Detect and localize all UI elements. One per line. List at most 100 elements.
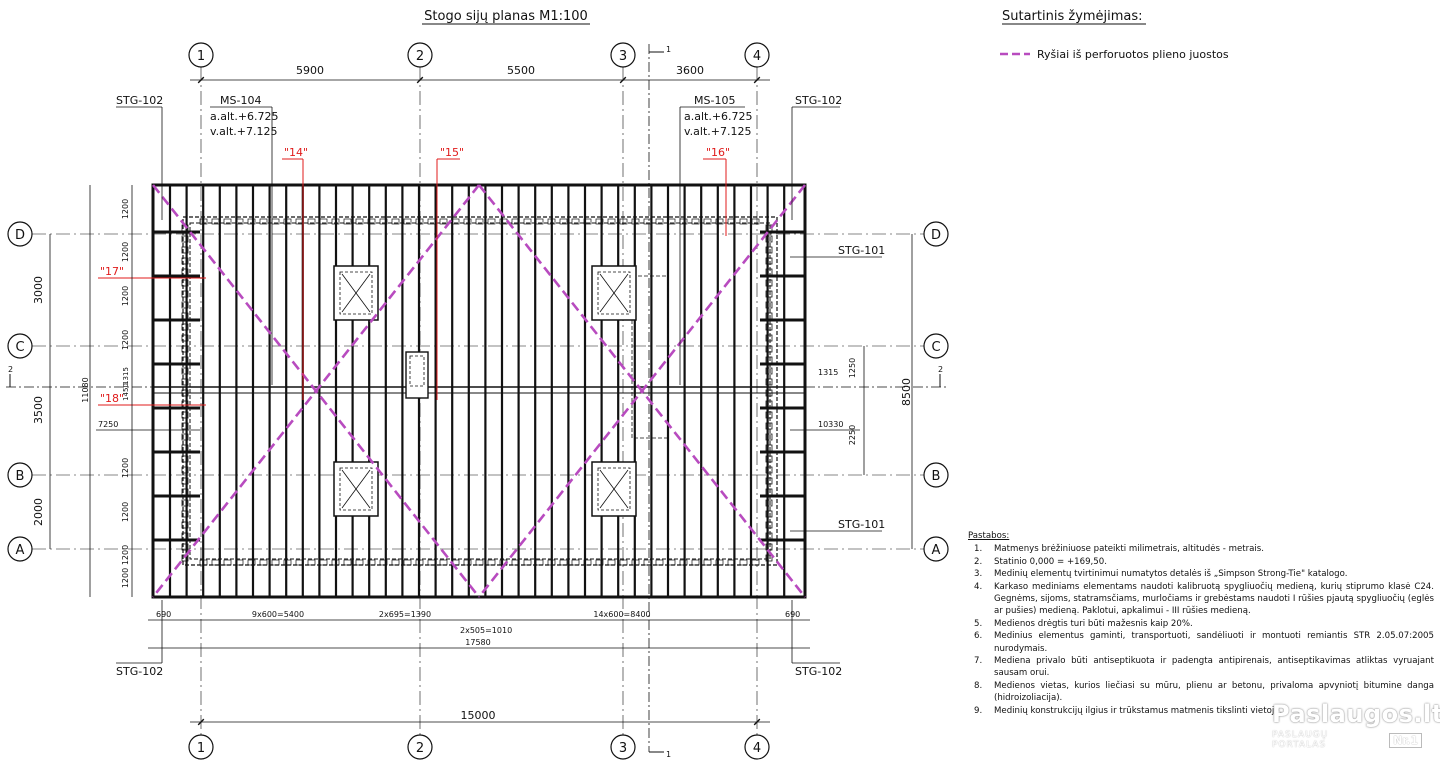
svg-text:3: 3: [619, 49, 627, 64]
wall-block-left: [181, 246, 189, 254]
watermark-badge: Nr.1: [1389, 732, 1422, 748]
wall-block-top: [307, 218, 316, 225]
note-number: 5.: [974, 618, 983, 629]
axis-D-left: D: [7, 221, 33, 247]
wall-block-bottom: [511, 559, 520, 566]
wall-block-top: [355, 218, 364, 225]
wall-block-bottom: [523, 559, 532, 566]
wall-block-right: [765, 389, 773, 397]
stg-101-lower-right: STG-101: [838, 518, 885, 531]
axis-C-left: C: [7, 333, 33, 359]
wall-block-top: [415, 218, 424, 225]
legend-title: Sutartinis žymėjimas:: [1002, 9, 1143, 24]
wall-block-right: [765, 301, 773, 309]
steel-strap-braces: [151, 184, 807, 598]
wall-block-bottom: [631, 559, 640, 566]
wall-block-left: [181, 334, 189, 342]
note-text: Statinio 0,000 = +169,50.: [994, 556, 1107, 567]
dim-left-1200-d: 1200: [121, 330, 130, 350]
wall-block-right: [765, 356, 773, 364]
notes-block: Pastabos: 1.Matmenys brėžiniuose pateikt…: [968, 530, 1434, 717]
opening-inner: [339, 467, 373, 511]
rafters: [168, 185, 786, 597]
wall-block-top: [571, 218, 580, 225]
note-text: Medinių elementų tvirtinimui numatytos d…: [994, 569, 1348, 580]
wall-block-bottom: [427, 559, 436, 566]
note-number: 2.: [974, 556, 983, 567]
dim-left-1200-g: 1200: [121, 545, 130, 565]
wall-block-right: [765, 367, 773, 375]
wall-block-left: [181, 290, 189, 298]
opening-inner: [339, 271, 373, 315]
wall-block-left: [181, 389, 189, 397]
dim-bottom-15000: 15000: [461, 709, 496, 722]
svg-text:3: 3: [619, 741, 627, 756]
wall-block-right: [765, 290, 773, 298]
opening-cross: [341, 273, 371, 313]
opening-cross: [341, 469, 371, 509]
notes-list: 1.Matmenys brėžiniuose pateikti milimetr…: [968, 543, 1434, 717]
svg-text:A: A: [932, 543, 941, 558]
ms-105-label: MS-105: [694, 94, 735, 107]
svg-text:2: 2: [416, 741, 424, 756]
section-1-top-label: 1: [666, 45, 671, 54]
svg-text:B: B: [932, 469, 941, 484]
wall-block-bottom: [715, 559, 724, 566]
wall-block-bottom: [331, 559, 340, 566]
dim-bottom-14x600: 14x600=8400: [593, 610, 650, 619]
dim-left-3500: 3500: [32, 396, 45, 424]
wall-block-bottom: [223, 559, 232, 566]
svg-text:1: 1: [197, 741, 205, 756]
wall-block-top: [595, 218, 604, 225]
wall-block-top: [523, 218, 532, 225]
note-text: Karkaso mediniams elementams naudoti kal…: [994, 581, 1434, 617]
steel-strap-brace: [151, 184, 481, 598]
axis-C-right: C: [923, 333, 949, 359]
axis-D-right: D: [923, 221, 949, 247]
wall-block-top: [715, 218, 724, 225]
svg-text:B: B: [16, 469, 25, 484]
axis-A-left: A: [7, 536, 33, 562]
stg-101-upper-right: STG-101: [838, 244, 885, 257]
note-text: Medinių konstrukcijų ilgius ir trūkstamu…: [994, 705, 1283, 716]
axis-3-bottom: 3: [610, 734, 636, 760]
wall-block-left: [181, 323, 189, 331]
callout-16: "16": [706, 146, 730, 159]
wall-block-bottom: [547, 559, 556, 566]
wall-block-left: [181, 400, 189, 408]
stg-102-top-right: STG-102: [795, 94, 842, 107]
wall-block-bottom: [295, 559, 304, 566]
wall-block-bottom: [619, 559, 628, 566]
wall-block-bottom: [595, 559, 604, 566]
wall-block-top: [667, 218, 676, 225]
note-text: Medienos drėgtis turi būti mažesnis kaip…: [994, 618, 1193, 629]
wall-block-top: [403, 218, 412, 225]
dim-right-8500: 8500: [900, 378, 913, 406]
bottom-dimension-lines: [148, 619, 810, 726]
wall-block-bottom: [643, 559, 652, 566]
wall-block-top: [439, 218, 448, 225]
wall-block-right: [765, 334, 773, 342]
dim-top-5900: 5900: [296, 64, 324, 77]
wall-block-top: [379, 218, 388, 225]
dim-left-2000: 2000: [32, 498, 45, 526]
top-dimension-chain: [190, 76, 770, 84]
wall-block-bottom: [691, 559, 700, 566]
wall-block-bottom: [247, 559, 256, 566]
dim-bottom-2x695: 2x695=1390: [379, 610, 431, 619]
wall-block-left: [181, 378, 189, 386]
note-number: 8.: [974, 680, 983, 691]
note-item: 9.Medinių konstrukcijų ilgius ir trūksta…: [968, 705, 1434, 717]
wall-block-left: [181, 510, 189, 518]
note-number: 4.: [974, 581, 983, 592]
wall-block-top: [199, 218, 208, 225]
dim-bottom-690-right: 690: [785, 610, 800, 619]
left-dimension-lines: [49, 185, 133, 597]
wall-block-left: [181, 345, 189, 353]
axis-grid-lines: [32, 67, 924, 735]
note-text: Medienos vietas, kurios liečiasi su mūru…: [994, 680, 1434, 704]
wall-block-top: [583, 218, 592, 225]
wall-block-right: [765, 554, 773, 562]
wall-block-top: [211, 218, 220, 225]
watermark-site: Paslaugos.lt: [1272, 700, 1440, 728]
